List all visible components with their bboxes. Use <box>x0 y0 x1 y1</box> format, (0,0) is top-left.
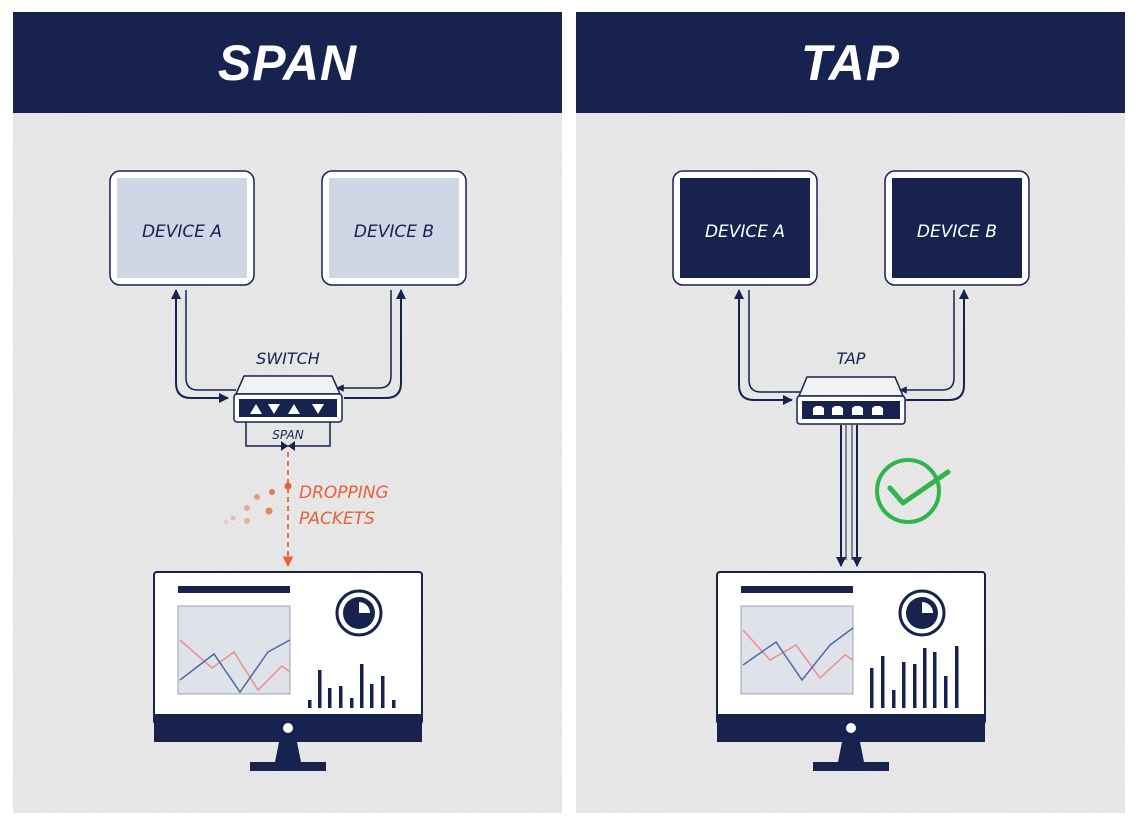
span-link-b <box>336 289 406 399</box>
span-title: SPAN <box>217 34 358 91</box>
up-triangle-icon <box>250 404 262 414</box>
span-device-a-label: DEVICE A <box>142 222 222 242</box>
down-triangle-icon <box>268 404 280 414</box>
tap-link-a <box>734 289 800 405</box>
span-device-b: DEVICE B <box>321 170 467 286</box>
tap-monitor <box>716 571 986 771</box>
span-monitor <box>153 571 423 771</box>
tap-device-b: DEVICE B <box>884 170 1030 286</box>
port-icon <box>813 406 824 415</box>
tap-device-a: DEVICE A <box>672 170 818 286</box>
tap-monitor-link <box>836 425 862 567</box>
port-icon <box>852 406 863 415</box>
tap-link-b <box>899 289 969 401</box>
span-device-a: DEVICE A <box>109 170 255 286</box>
pie-chart-icon <box>335 589 383 637</box>
pie-chart-icon <box>898 589 946 637</box>
switch-device <box>233 375 343 423</box>
tap-banner: TAP <box>576 12 1125 113</box>
dropped-packets <box>224 482 292 524</box>
span-device-b-label: DEVICE B <box>354 222 434 242</box>
span-port-label: SPAN <box>272 428 303 442</box>
check-circle-icon <box>875 458 951 524</box>
tap-device-a-label: DEVICE A <box>705 222 785 242</box>
tap-device <box>796 376 906 425</box>
port-icon <box>832 406 843 415</box>
switch-label: SWITCH <box>256 349 320 368</box>
down-triangle-icon <box>312 404 324 414</box>
warning-line-2: PACKETS <box>299 509 375 529</box>
span-link-a <box>171 289 236 403</box>
warning-line-1: DROPPING <box>299 483 389 503</box>
tap-label: TAP <box>837 349 866 368</box>
tap-title: TAP <box>800 34 901 91</box>
tap-device-b-label: DEVICE B <box>917 222 997 242</box>
up-triangle-icon <box>288 404 300 414</box>
span-banner: SPAN <box>13 12 562 113</box>
port-icon <box>872 406 883 415</box>
span-port: SPAN <box>245 422 331 451</box>
